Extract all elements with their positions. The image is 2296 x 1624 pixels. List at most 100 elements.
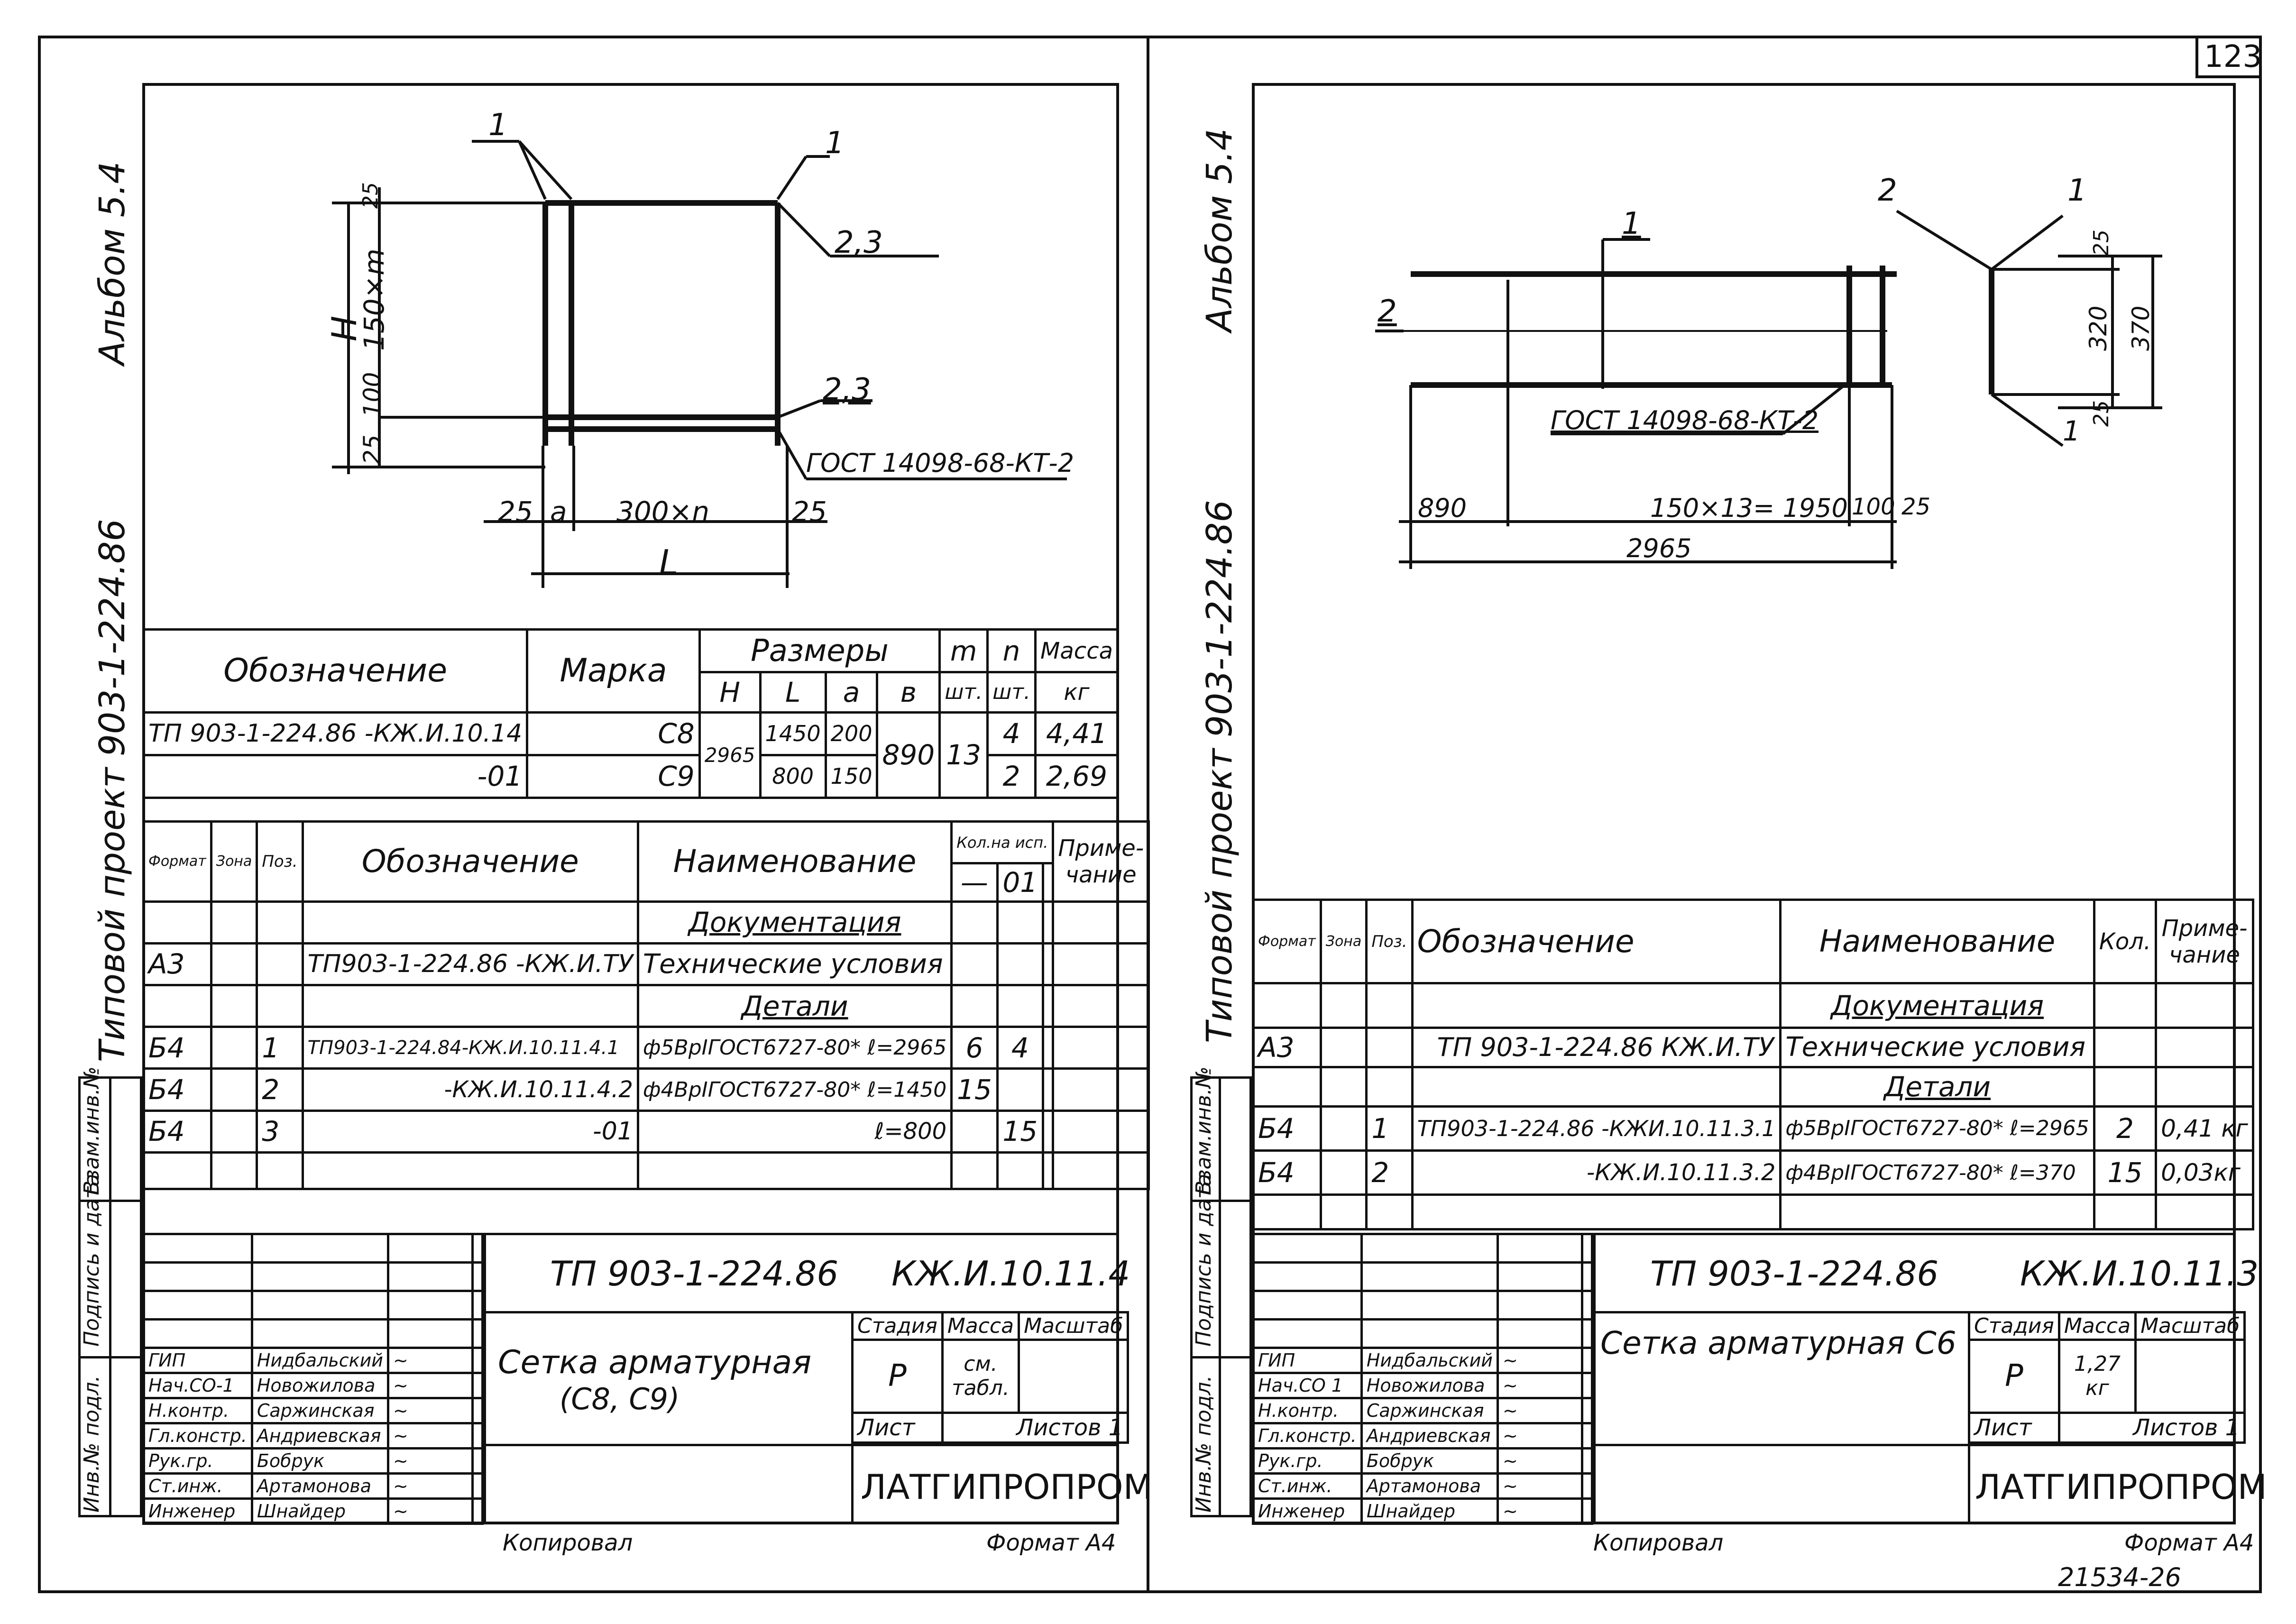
left-m-value: 13 <box>938 711 989 799</box>
left-bom-r4-designation: -01 <box>301 1109 639 1154</box>
right-title-block <box>1252 1233 2236 1527</box>
right-name-0: Нидбальский <box>1360 1347 1499 1374</box>
right-bom-h-name: Наименование <box>1779 898 2095 985</box>
left-tb-stage: Р <box>851 1338 944 1414</box>
left-h-mass2: кг <box>1034 671 1120 714</box>
left-pos-1a: 1 <box>488 108 508 143</box>
left-row1-designation: ТП 903-1-224.86 -КЖ.И.10.14 <box>142 711 529 756</box>
left-h-designation: Обозначение <box>142 628 529 714</box>
right-bom-r3-pos: 2 <box>1365 1149 1414 1196</box>
left-bom-h-qty2: 01 <box>996 862 1044 903</box>
left-name-5: Артамонова <box>250 1472 390 1500</box>
left-bom-r4-name: ℓ=800 <box>636 1109 953 1154</box>
left-bom-r3-q2 <box>996 1067 1044 1112</box>
right-dim-100: 100 <box>1852 494 1895 520</box>
left-title-block <box>142 1233 1119 1527</box>
right-tb-title: Сетка арматурная С6 <box>1600 1325 1956 1361</box>
right-bom-r2-pos: 1 <box>1365 1105 1414 1152</box>
left-h-b: в <box>876 671 941 714</box>
table-row: А3 ТП903-1-224.86 -КЖ.И.ТУ Технические у… <box>142 942 1150 987</box>
table-row: Б4 3 -01 ℓ=800 15 <box>142 1109 1150 1154</box>
left-bom-r2-q1: 6 <box>950 1026 999 1070</box>
right-role-4: Рук.гр. <box>1252 1447 1363 1475</box>
right-pos-1: 1 <box>1622 206 1641 241</box>
right-bom-r1-designation: ТП 903-1-224.86 КЖ.И.ТУ <box>1411 1026 1782 1068</box>
left-name-2: Саржинская <box>250 1397 390 1424</box>
left-bom-r4-pos: 3 <box>256 1109 304 1154</box>
left-row2-L: 800 <box>759 753 827 799</box>
left-bom-r2-designation: ТП903-1-224.84-КЖ.И.10.11.4.1 <box>301 1026 639 1070</box>
right-name-6: Шнайдер <box>1360 1497 1499 1525</box>
left-tb-project: ТП 903-1-224.86 <box>550 1254 839 1294</box>
left-bom-r3-pos: 2 <box>256 1067 304 1112</box>
right-bom-sec-parts: Детали <box>1779 1065 2095 1108</box>
left-tb-stage-h: Стадия <box>851 1311 944 1341</box>
table-row: Б4 2 -КЖ.И.10.11.3.2 ф4ВрIГОСТ6727-80* ℓ… <box>1252 1149 2254 1196</box>
left-h-L: L <box>759 671 827 714</box>
left-bom-h-qty1: — <box>950 862 999 903</box>
right-role-3: Гл.констр. <box>1252 1422 1363 1450</box>
left-h-n2: шт. <box>986 671 1037 714</box>
right-role-5: Ст.инж. <box>1252 1472 1363 1500</box>
left-tb-subtitle: (С8, С9) <box>560 1382 680 1416</box>
right-dim-25: 25 <box>1901 494 1931 520</box>
left-bom-h-format: Формат <box>142 820 212 903</box>
left-tb-scale-h: Масштаб <box>1018 1311 1130 1341</box>
left-row1-mass: 4,41 <box>1034 711 1120 756</box>
right-tb-sheet-h: Лист <box>1968 1412 2060 1444</box>
left-bom-r2-name: ф5ВрIГОСТ6727-80* ℓ=2965 <box>636 1026 953 1070</box>
left-bom-r2-q2: 4 <box>996 1026 1044 1070</box>
left-bom-r1-designation: ТП903-1-224.86 -КЖ.И.ТУ <box>301 942 639 987</box>
left-row2-mark: С9 <box>526 753 701 799</box>
left-bom-r1-pos <box>256 942 304 987</box>
left-tb-mass: см. табл. <box>941 1338 1020 1414</box>
right-tb-code: КЖ.И.10.11.3 <box>2020 1254 2259 1294</box>
left-H-value: 2965 <box>698 711 762 799</box>
left-copied: Копировал <box>503 1530 633 1556</box>
left-row1-n: 4 <box>986 711 1037 756</box>
left-bom-r1-name: Технические условия <box>636 942 953 987</box>
left-bom-h-pos: Поз. <box>256 820 304 903</box>
right-bom-h-note: Приме-чание <box>2155 898 2254 985</box>
left-pos-1b: 1 <box>825 126 845 161</box>
right-name-1: Новожилова <box>1360 1372 1499 1399</box>
left-side-strip-sep1 <box>78 1200 142 1202</box>
table-row: Б4 2 -КЖ.И.10.11.4.2 ф4ВрIГОСТ6727-80* ℓ… <box>142 1067 1150 1112</box>
right-bom-r1-note <box>2155 1026 2254 1068</box>
left-row2-a: 150 <box>824 753 879 799</box>
left-dim-25b: 25 <box>792 495 827 528</box>
left-tb-sheets-h: Листов 1 <box>941 1412 1130 1444</box>
left-bom-r4-q1 <box>950 1109 999 1154</box>
left-size-table: Обозначение Марка Размеры m n Масса H L … <box>142 628 1120 799</box>
right-bom-h-designation: Обозначение <box>1411 898 1782 985</box>
right-tb-stage: Р <box>1968 1338 2060 1414</box>
right-pos-1r: 1 <box>2067 173 2087 208</box>
right-name-5: Артамонова <box>1360 1472 1499 1500</box>
right-dim-320: 320 <box>2085 305 2112 351</box>
right-role-0: ГИП <box>1252 1347 1363 1374</box>
left-h-mass: Масса <box>1034 628 1120 674</box>
left-role-3: Гл.констр. <box>142 1422 253 1450</box>
left-tb-hline1 <box>484 1311 1119 1313</box>
left-tb-hline2 <box>484 1444 1119 1446</box>
table-row: Б4 1 ТП903-1-224.84-КЖ.И.10.11.4.1 ф5ВрI… <box>142 1026 1150 1070</box>
page-number: 123 <box>2204 39 2262 74</box>
table-row: -01 С9 800 150 2 2,69 <box>142 753 1120 799</box>
left-b-value: 890 <box>876 711 941 799</box>
right-dim-2965: 2965 <box>1626 533 1692 563</box>
right-gost-weld: ГОСТ 14098-68-КТ-2 <box>1551 405 1819 435</box>
right-name-2: Саржинская <box>1360 1397 1499 1424</box>
left-row1-a: 200 <box>824 711 879 756</box>
right-bom-table: Формат Зона Поз. Обозначение Наименовани… <box>1252 898 2254 1230</box>
right-bom-r2-name: ф5ВрIГОСТ6727-80* ℓ=2965 <box>1779 1105 2095 1152</box>
right-dim-25b: 25 <box>2089 400 2113 427</box>
left-row1-L: 1450 <box>759 711 827 756</box>
right-role-2: Н.контр. <box>1252 1397 1363 1424</box>
right-dim-150x13: 150×13= 1950 <box>1650 493 1848 523</box>
right-bom-r3-name: ф4ВрIГОСТ6727-80* ℓ=370 <box>1779 1149 2095 1196</box>
right-format: Формат А4 <box>2124 1530 2254 1556</box>
left-bom-r3-format: Б4 <box>142 1067 212 1112</box>
